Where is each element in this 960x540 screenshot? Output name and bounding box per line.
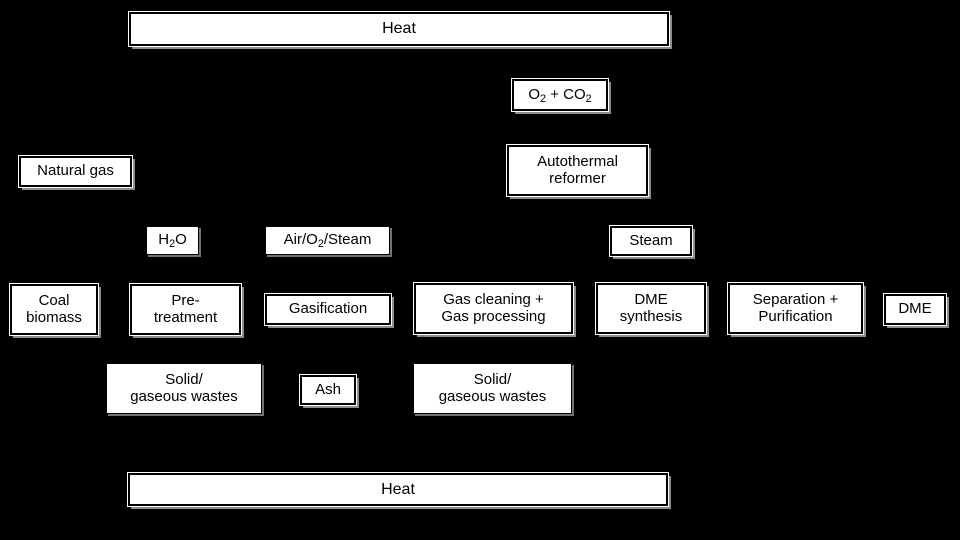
node-o2-co2: O2 + CO2: [511, 78, 609, 112]
node-o2-co2-label: O2 + CO2: [528, 85, 592, 105]
node-heat-bottom-label: Heat: [381, 480, 415, 498]
node-wastes-left: Solid/ gaseous wastes: [106, 363, 262, 414]
node-dme-label: DME: [898, 300, 932, 318]
node-dme-synthesis-label: DME synthesis: [619, 290, 683, 325]
node-heat-top: Heat: [128, 11, 670, 47]
node-pre-treatment-label: Pre- treatment: [153, 291, 218, 326]
node-dme-synthesis: DME synthesis: [595, 282, 707, 335]
node-ash: Ash: [299, 374, 357, 406]
node-pre-treatment: Pre- treatment: [129, 283, 242, 336]
node-natural-gas: Natural gas: [18, 155, 133, 188]
node-ash-label: Ash: [315, 380, 341, 398]
node-gasification: Gasification: [264, 293, 392, 326]
node-separation-purification: Separation + Purification: [727, 282, 864, 335]
node-separation-purification-label: Separation + Purification: [752, 290, 839, 325]
node-h2o: H2O: [146, 226, 199, 255]
node-heat-bottom: Heat: [127, 472, 669, 507]
node-wastes-right-label: Solid/ gaseous wastes: [438, 370, 547, 405]
node-wastes-right: Solid/ gaseous wastes: [413, 363, 572, 414]
node-air-o2-steam: Air/O2/Steam: [265, 226, 390, 255]
node-gas-cleaning: Gas cleaning + Gas processing: [413, 282, 574, 335]
node-coal-biomass: Coal biomass: [9, 283, 99, 336]
node-air-o2-steam-label: Air/O2/Steam: [283, 231, 372, 251]
node-steam-label: Steam: [629, 231, 673, 249]
node-heat-top-label: Heat: [382, 20, 416, 38]
node-coal-biomass-label: Coal biomass: [26, 291, 82, 326]
node-gas-cleaning-label: Gas cleaning + Gas processing: [441, 290, 546, 325]
node-wastes-left-label: Solid/ gaseous wastes: [130, 370, 238, 405]
node-dme: DME: [883, 293, 947, 326]
node-natural-gas-label: Natural gas: [37, 162, 114, 180]
node-steam: Steam: [609, 225, 693, 257]
node-gasification-label: Gasification: [288, 300, 368, 318]
node-h2o-label: H2O: [158, 231, 187, 251]
node-autothermal-reformer: Autothermal reformer: [506, 144, 649, 197]
node-autothermal-reformer-label: Autothermal reformer: [537, 152, 618, 187]
